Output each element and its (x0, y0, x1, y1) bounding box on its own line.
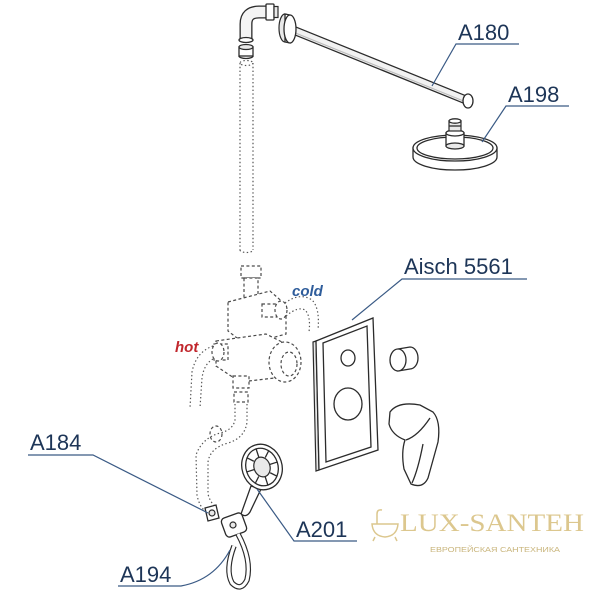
pipe-nut (238, 43, 254, 60)
lever-handle (388, 403, 440, 487)
leader-a194 (118, 549, 231, 587)
hose-body (227, 533, 250, 589)
trim-plate (312, 317, 379, 472)
callout-a184: A184 (28, 430, 209, 514)
bathtub-logo-icon (371, 509, 399, 542)
callout-a194: A194 (118, 549, 231, 587)
trim-plate-inner (322, 325, 372, 463)
callout-a198: A198 (481, 82, 569, 143)
riser-top (239, 59, 254, 67)
mixer-handle-hole (333, 387, 363, 421)
label-hot: hot (175, 339, 199, 356)
outlet-line-nut (209, 425, 223, 443)
elbow-fitting (238, 3, 279, 44)
head-boss-base (445, 142, 465, 150)
callout-aisch: Aisch 5561 (351, 254, 527, 321)
lever-edge-line (411, 443, 424, 484)
head-connector-top (448, 118, 462, 124)
outlet-line-a (195, 404, 236, 513)
lever-face-line (405, 417, 431, 441)
label-a198: A198 (508, 82, 559, 107)
elbow-nut (265, 3, 275, 21)
pipe-nut-top (238, 43, 254, 51)
mixer-hot-inlet (211, 342, 225, 362)
pipe-nut-bottom (238, 55, 254, 60)
watermark-tagline: ЕВРОПЕЙСКАЯ САНТЕХНИКА (430, 545, 560, 554)
elbow-pipe-body (240, 6, 267, 40)
mixer-top-outlet (243, 277, 259, 299)
diverter-cap (389, 346, 419, 372)
label-a180: A180 (458, 20, 509, 45)
outlet-line-b (207, 404, 248, 507)
shower-head (412, 118, 498, 171)
elbow-nut-thread (273, 5, 279, 19)
leader-a184 (28, 454, 209, 514)
elbow-bottom-ring (238, 36, 254, 44)
mixer-cartridge-inner (280, 351, 298, 377)
holder-screw (229, 521, 237, 529)
leader-a198 (481, 105, 569, 143)
mixer-cartridge (268, 341, 302, 383)
label-a184: A184 (30, 430, 81, 455)
mixer-cold-inlet (274, 300, 288, 320)
leader-a180 (431, 43, 519, 87)
label-a194: A194 (120, 562, 171, 587)
mixer-lower-outlet (232, 375, 250, 389)
riser-bottom (239, 249, 254, 254)
callout-a180: A180 (431, 20, 519, 87)
arm-end-cap (462, 93, 474, 109)
arm-tube-shade (292, 31, 467, 103)
riser-pipe (239, 59, 254, 254)
hot-line-a (189, 345, 214, 409)
wall-flange-front (283, 14, 297, 44)
mixer-body (211, 265, 302, 403)
leader-a201 (256, 488, 357, 542)
mixer-top-outlet-nut (240, 265, 262, 279)
lever-body (388, 403, 440, 487)
label-aisch-5561: Aisch 5561 (404, 254, 513, 279)
diverter-cap-face (389, 348, 407, 372)
callout-a201: A201 (256, 488, 357, 542)
shower-arm (278, 13, 474, 109)
leader-aisch-5561 (351, 278, 527, 321)
cold-line-b (285, 308, 311, 333)
hot-line-b (199, 358, 214, 409)
watermark-brand: LUX-SANTEH (400, 510, 584, 537)
supply-lines (189, 296, 319, 513)
hand-shower-spokes (246, 448, 278, 486)
label-a201: A201 (296, 517, 347, 542)
watermark: LUX-SANTEH ЕВРОПЕЙСКАЯ САНТЕХНИКА (371, 509, 584, 554)
hand-shower (240, 443, 283, 517)
arm-tube-body (291, 27, 468, 103)
hose-connector-nut (208, 509, 216, 517)
diverter-button (340, 349, 356, 367)
label-cold: cold (292, 283, 324, 300)
mixer-lower-nut (233, 391, 249, 403)
shower-hose (226, 532, 252, 590)
wall-holder (204, 504, 248, 538)
